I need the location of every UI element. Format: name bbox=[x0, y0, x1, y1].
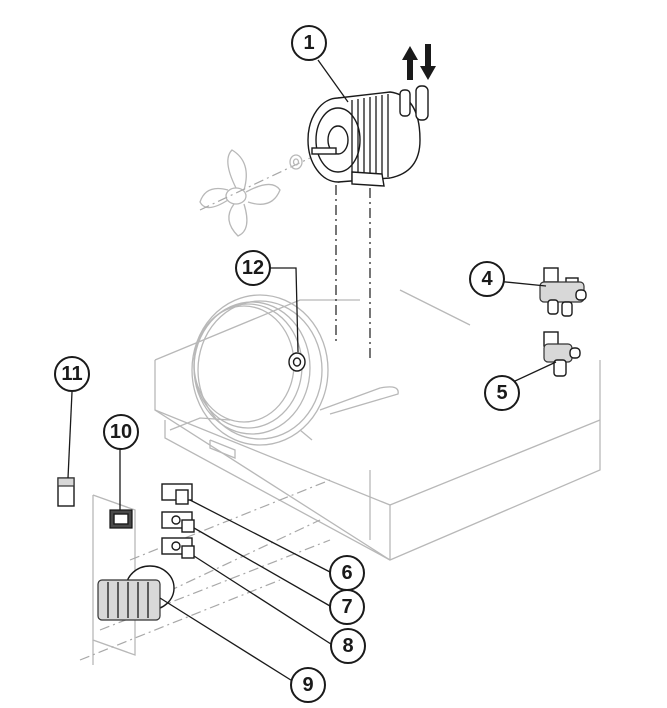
callout-6: 6 bbox=[329, 555, 365, 591]
motor-pump bbox=[307, 85, 429, 187]
relay-top bbox=[161, 483, 193, 505]
callout-5-label: 5 bbox=[496, 382, 507, 404]
callout-9: 9 bbox=[290, 667, 326, 703]
callout-1: 1 bbox=[291, 25, 327, 61]
callout-4-label: 4 bbox=[481, 268, 493, 290]
callout-12: 12 bbox=[235, 250, 271, 286]
callout-7-label: 7 bbox=[341, 596, 352, 618]
relay-bottom bbox=[161, 537, 195, 559]
callout-8-label: 8 bbox=[342, 635, 353, 657]
single-solenoid-valve bbox=[543, 331, 581, 377]
timer-motor bbox=[97, 565, 175, 621]
leader-lines bbox=[67, 59, 557, 683]
callout-8: 8 bbox=[330, 628, 366, 664]
callout-11: 11 bbox=[54, 356, 90, 392]
callout-11-label: 11 bbox=[61, 363, 82, 385]
alignment-lines bbox=[335, 185, 371, 358]
rocker-switch bbox=[109, 509, 133, 529]
callout-1-label: 1 bbox=[303, 32, 314, 54]
callout-6-label: 6 bbox=[341, 562, 352, 584]
fan-blade-icon bbox=[199, 149, 311, 237]
callout-10-label: 10 bbox=[110, 421, 132, 443]
sensor-clip bbox=[288, 352, 306, 372]
flow-direction-arrows-icon bbox=[402, 44, 436, 80]
callout-9-label: 9 bbox=[302, 674, 313, 696]
callout-12-label: 12 bbox=[242, 257, 264, 279]
relay-middle bbox=[161, 511, 195, 533]
callout-10: 10 bbox=[103, 414, 139, 450]
double-solenoid-valve bbox=[539, 267, 587, 317]
callout-5: 5 bbox=[484, 375, 520, 411]
motor-winding-bands bbox=[351, 94, 389, 180]
callout-4: 4 bbox=[469, 261, 505, 297]
callout-7: 7 bbox=[329, 589, 365, 625]
fuse-holder bbox=[57, 477, 75, 507]
